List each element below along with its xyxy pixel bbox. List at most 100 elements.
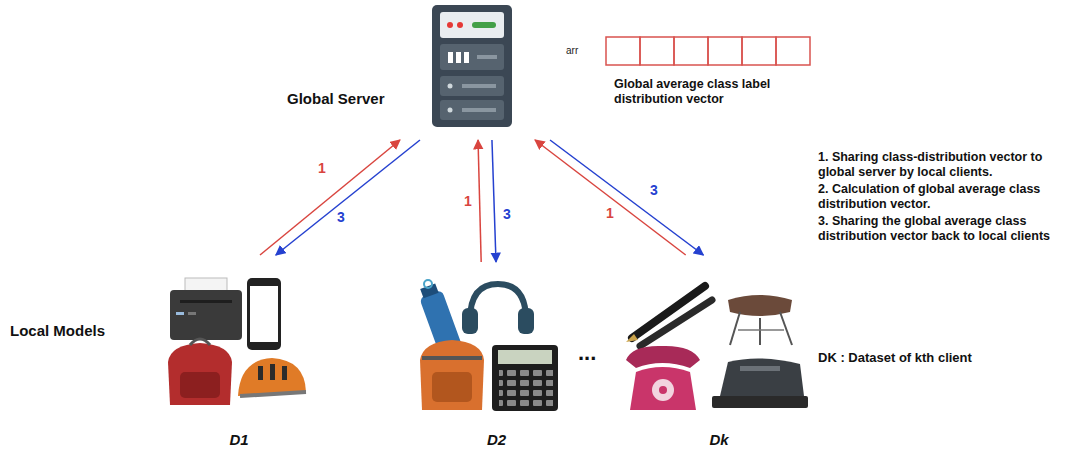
client-label: D1 <box>160 431 318 448</box>
server-node: Global Server <box>395 4 555 140</box>
backpack-icon <box>168 339 232 405</box>
distribution-array-part <box>606 37 640 65</box>
hole-punch-icon-part <box>720 358 804 396</box>
chair-icon-part <box>738 329 784 331</box>
server-icon-part <box>448 52 453 63</box>
telephone-icon-part <box>659 386 667 394</box>
backpack-icon-part <box>422 356 482 360</box>
flow-arrow <box>492 140 496 262</box>
backpack-icon-part <box>432 372 472 402</box>
distribution-array-part <box>674 37 708 65</box>
dataset-note: DK : Dataset of kth client <box>818 350 972 365</box>
array-name: arr <box>566 45 578 56</box>
chair-icon <box>728 295 792 345</box>
headphones-icon-part <box>518 308 534 334</box>
helmet-icon-part <box>258 366 263 380</box>
server-icon-part <box>448 108 453 113</box>
distribution-array <box>606 37 810 65</box>
step-note: 2. Calculation of global average class d… <box>818 182 1050 212</box>
distribution-array-part <box>776 37 810 65</box>
server-icon-part <box>440 100 504 120</box>
client-label: D2 <box>415 431 578 448</box>
server-icon-part <box>462 84 496 88</box>
backpack-icon-part <box>420 340 484 410</box>
backpack-icon-part <box>168 343 232 405</box>
backpack-icon-part <box>180 372 220 398</box>
server-icon-part <box>456 52 461 63</box>
server-icon-part <box>440 44 504 70</box>
telephone-icon-part <box>652 379 674 401</box>
phone-icon <box>247 278 281 350</box>
client-node: D2 <box>415 262 578 450</box>
hole-punch-icon <box>712 358 808 408</box>
ellipsis: ... <box>578 340 596 366</box>
flow-arrow <box>550 140 703 255</box>
flow-arrow <box>478 140 481 262</box>
server-icon-part <box>464 52 469 63</box>
step-number: 1 <box>316 160 328 176</box>
hole-punch-icon-part <box>712 396 808 408</box>
helmet-icon-part <box>270 364 275 380</box>
server-icon-part <box>457 22 463 28</box>
server-icon-part <box>477 55 497 59</box>
calculator-icon-part <box>498 350 552 364</box>
server-icon-part <box>448 84 453 89</box>
calculator-icon-part <box>499 370 553 408</box>
printer-icon-part <box>180 300 232 303</box>
step-note: 1. Sharing class-distribution vector to … <box>818 150 1050 180</box>
calculator-icon-part <box>492 345 558 411</box>
server-icon-part <box>440 76 504 96</box>
bottle-icon-part-part <box>420 283 438 298</box>
step-number: 3 <box>335 209 347 225</box>
distribution-array-part <box>640 37 674 65</box>
flow-arrow <box>276 140 420 255</box>
server-icon-part <box>472 22 496 28</box>
server-icon-part <box>447 22 453 28</box>
step-number: 1 <box>604 205 616 221</box>
server-icon-part <box>432 5 512 127</box>
helmet-icon-part <box>238 358 306 396</box>
backpack-icon <box>420 340 484 410</box>
headphones-icon-part <box>462 308 478 334</box>
distribution-array-part <box>742 37 776 65</box>
step-number: 1 <box>462 193 474 209</box>
flow-arrow <box>260 140 400 255</box>
client-label: Dk <box>615 431 823 448</box>
server-icon <box>432 5 512 127</box>
server-icon-part <box>462 108 496 112</box>
headphones-icon-part <box>470 284 526 320</box>
printer-icon-part <box>170 290 242 340</box>
telephone-icon <box>626 346 700 410</box>
array-caption: Global average class label distribution … <box>614 77 829 107</box>
distribution-array-part <box>708 37 742 65</box>
client-node: D1 <box>160 255 318 450</box>
backpack-icon-part <box>190 339 210 345</box>
helmet-icon <box>238 358 306 396</box>
pens-icon-part <box>626 334 638 342</box>
step-number: 3 <box>648 182 660 198</box>
flow-arrow <box>535 140 686 255</box>
client-node: Dk <box>615 255 823 450</box>
phone-icon-part <box>250 286 278 342</box>
pens-icon <box>626 286 712 346</box>
headphones-icon <box>462 284 534 334</box>
calculator-icon <box>492 345 558 411</box>
chair-icon-part <box>780 312 792 345</box>
step-number: 3 <box>501 206 513 222</box>
printer-icon-part <box>176 312 184 315</box>
server-icon-part <box>440 12 504 38</box>
chair-icon-part <box>730 312 740 345</box>
helmet-icon-part <box>282 366 287 380</box>
group-title: Local Models <box>10 322 105 339</box>
bottle-icon-part <box>424 280 432 288</box>
step-note: 3. Sharing the global average class dist… <box>818 214 1050 244</box>
printer-icon <box>170 278 242 340</box>
telephone-icon-part <box>626 346 700 368</box>
telephone-icon-part <box>630 367 696 410</box>
chair-icon-part <box>728 295 792 316</box>
printer-icon-part <box>188 312 196 315</box>
chair-icon-part <box>759 318 761 345</box>
hole-punch-icon-part <box>740 366 780 371</box>
